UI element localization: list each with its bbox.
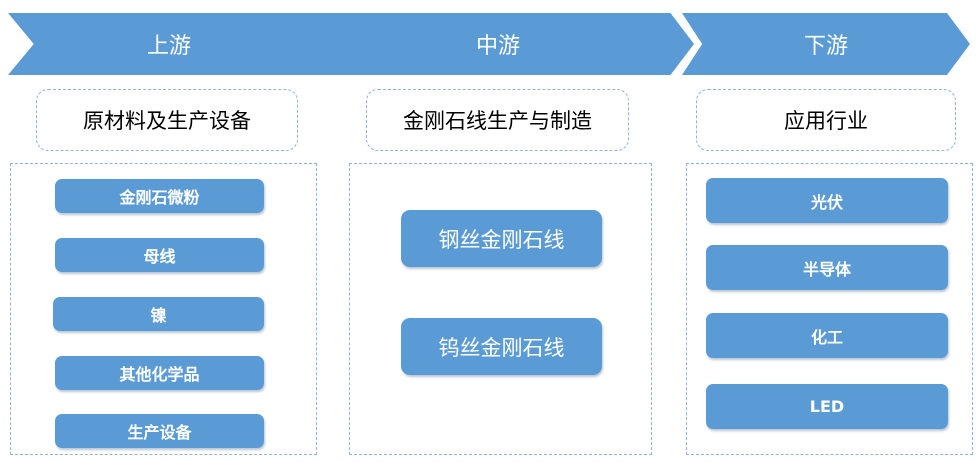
upstream-stage-arrow: 上游: [8, 13, 330, 75]
upstream-header: 原材料及生产设备: [36, 89, 298, 151]
downstream-stage-title: 下游: [803, 34, 848, 59]
midstream-item: 钨丝金刚石线: [401, 318, 602, 375]
midstream-header: 金刚石线生产与制造: [366, 89, 629, 151]
upstream-stage-title: 上游: [146, 34, 191, 59]
upstream-item: 镍: [53, 297, 264, 331]
upstream-item: 其他化学品: [55, 356, 264, 390]
midstream-stage-arrow: 中游: [302, 13, 694, 75]
upstream-item: 金刚石微粉: [55, 179, 264, 213]
downstream-item: LED: [706, 384, 948, 429]
upstream-item: 母线: [55, 238, 264, 272]
upstream-item: 生产设备: [55, 414, 264, 448]
midstream-stage-title: 中游: [475, 34, 520, 59]
midstream-panel: [349, 163, 652, 455]
midstream-item: 钢丝金刚石线: [401, 210, 602, 267]
downstream-item: 半导体: [706, 245, 948, 290]
downstream-item: 化工: [706, 313, 948, 358]
downstream-stage-arrow: 下游: [682, 13, 970, 75]
downstream-header: 应用行业: [696, 89, 956, 151]
downstream-item: 光伏: [706, 178, 948, 223]
